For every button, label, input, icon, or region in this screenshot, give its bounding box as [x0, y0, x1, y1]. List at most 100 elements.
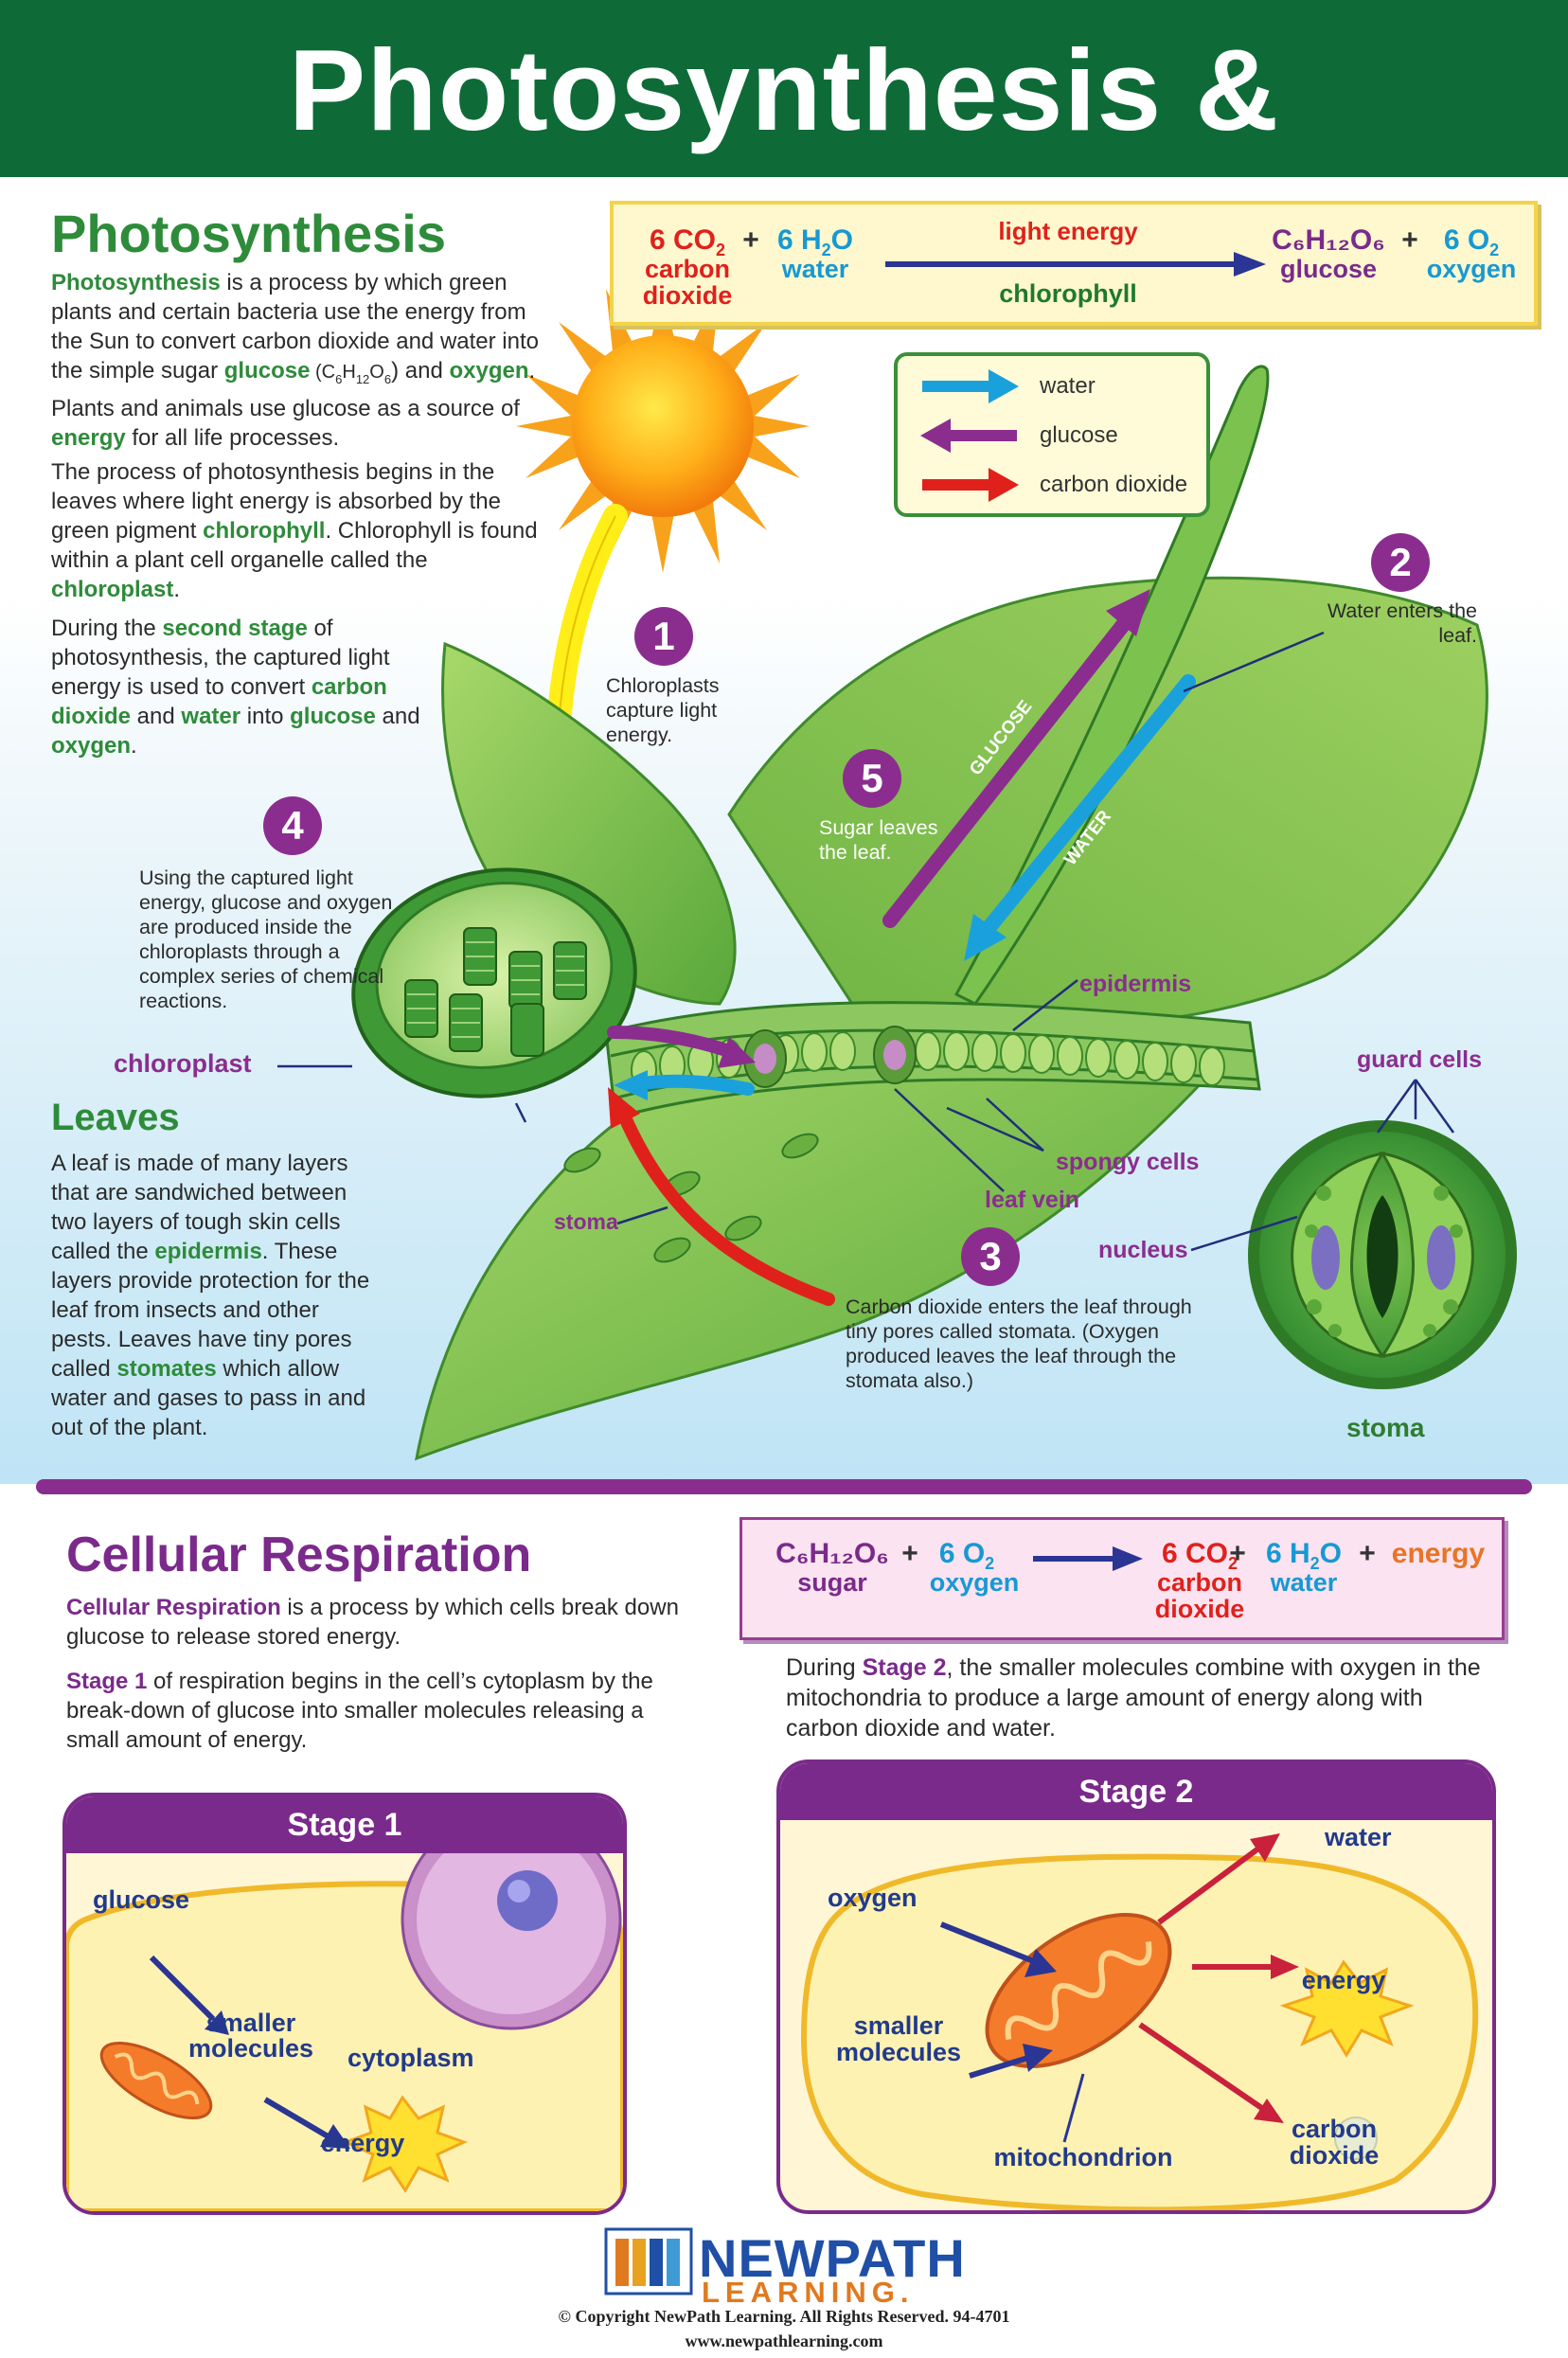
h2o-o: O — [1319, 1538, 1343, 1569]
legend-glucose-label: glucose — [1040, 422, 1118, 448]
carbon-dioxide-arrow — [608, 1087, 835, 1306]
eq2-o2-label: oxygen — [929, 1568, 1020, 1597]
legend-water-arrow-icon — [922, 369, 1019, 403]
label-spongy-cells: spongy cells — [1056, 1149, 1200, 1175]
legend-arrows — [920, 369, 1019, 502]
text: is a process by which green plants and c… — [51, 270, 539, 384]
eq2-co2-label-1: carbon — [1156, 1568, 1243, 1597]
eq-plus-2: + — [1401, 224, 1418, 256]
stage-2-label-oxygen: oxygen — [828, 1884, 918, 1912]
formula-text: (C — [310, 362, 336, 383]
eq2-plus-1: + — [901, 1538, 918, 1569]
term-oxygen: oxygen — [51, 733, 132, 759]
stage-1-cell-illustration — [66, 1853, 623, 2211]
h2o-o: O — [830, 224, 854, 256]
o2-formula: 6 O — [938, 1538, 986, 1569]
stage-2-cell-illustration — [800, 1833, 1479, 2210]
step-2-badge: 2 — [1371, 533, 1430, 592]
formula-sub: 6 — [335, 371, 343, 386]
text: ) and — [391, 358, 450, 384]
mitochondrion-icon — [99, 2041, 213, 2120]
term-stomates: stomates — [116, 1356, 217, 1382]
text: into — [241, 704, 291, 729]
stage-1-label-energy: energy — [320, 2129, 405, 2157]
stage-2-label-mitochondrion: mitochondrion — [993, 2143, 1173, 2171]
text: of respiration begins in the cell’s cyto… — [66, 1669, 653, 1753]
eq-co2-label-1: carbon — [644, 255, 731, 283]
term-glucose: glucose — [223, 358, 311, 384]
text: During the — [51, 616, 163, 641]
legend-glucose-arrow-icon — [920, 419, 1017, 453]
text: which allow water and gases to pass in a… — [51, 1356, 366, 1440]
step-3-text: Carbon dioxide enters the leaf through t… — [846, 1295, 1192, 1392]
step-5-badge: 5 — [843, 749, 901, 808]
eq2-co2: 6 CO2 — [1121, 1539, 1278, 1579]
legend-water-label: water — [1040, 373, 1096, 399]
legend-carbon-dioxide-arrow-icon — [922, 468, 1019, 502]
stage-2-label-carbon: carbon — [1291, 2115, 1378, 2143]
eq-co2: 6 CO2 — [633, 225, 742, 265]
leaves-heading: Leaves — [51, 1097, 180, 1138]
photosynthesis-paragraph-3: During the second stage of photosynthesi… — [51, 614, 420, 760]
respiration-paragraph-1: Cellular Respiration is a process by whi… — [66, 1593, 691, 1652]
label-leaf-vein: leaf vein — [985, 1187, 1080, 1213]
stage-2-label-energy: energy — [1301, 1966, 1386, 1994]
label-epidermis: epidermis — [1079, 971, 1192, 997]
text: for all life processes. — [125, 424, 340, 451]
stage-1-label-smaller-2: molecules — [187, 2034, 314, 2063]
text: . — [131, 733, 137, 759]
term-glucose: glucose — [290, 704, 376, 729]
eq-glucose-formula: C₆H₁₂O₆ — [1272, 224, 1385, 256]
glucose-arrow — [882, 589, 1150, 928]
text: is a process by which cells break down g… — [66, 1595, 679, 1650]
h2o-sub: 2 — [821, 241, 831, 259]
eq2-h2o: 6 H2O — [1254, 1539, 1354, 1579]
label-stoma: stoma — [554, 1209, 618, 1234]
stage-2-title: Stage 2 — [780, 1763, 1492, 1820]
o2-sub: 2 — [985, 1554, 995, 1573]
website-text: www.newpathlearning.com — [685, 2331, 883, 2350]
o2-formula: 6 O — [1443, 224, 1490, 256]
step-3-badge: 3 — [961, 1227, 1020, 1286]
text: . — [173, 577, 181, 602]
term-stage-1: Stage 1 — [66, 1669, 148, 1694]
co2-formula: 6 CO — [649, 224, 716, 256]
stage-2-label-smaller-2: molecules — [835, 2038, 962, 2066]
water-arrow — [964, 674, 1196, 961]
step-2-text: Water enters the leaf. — [1327, 599, 1477, 647]
respiration-paragraph-2: Stage 1 of respiration begins in the cel… — [66, 1667, 691, 1755]
label-stoma-closeup: stoma — [1346, 1413, 1425, 1442]
stage-2-label-dioxide: dioxide — [1289, 2141, 1380, 2170]
eq2-co2-label-2: dioxide — [1154, 1595, 1245, 1623]
co2-formula: 6 CO — [1161, 1538, 1228, 1569]
eq2-h2o-label: water — [1270, 1568, 1338, 1597]
step-5-text: Sugar leaves the leaf. — [819, 816, 938, 864]
eq-h2o: 6 H2O — [765, 225, 865, 265]
chloroplast-icon — [351, 867, 637, 1099]
title-banner — [0, 0, 1568, 177]
respiration-paragraph-3: During Stage 2, the smaller molecules co… — [786, 1652, 1487, 1743]
formula-text: H — [342, 362, 356, 383]
step-4-text: Using the captured light energy, glucose… — [139, 866, 393, 1012]
logo-subtitle: LEARNING. — [702, 2276, 915, 2309]
leaves-paragraph: A leaf is made of many layers that are s… — [51, 1149, 378, 1442]
photosynthesis-paragraph-2: The process of photosynthesis begins in … — [51, 457, 543, 604]
eq2-glucose-formula: C₆H₁₂O₆ — [775, 1538, 889, 1569]
photosynthesis-equation: 6 CO2 carbon dioxide + 6 H2O water light… — [610, 201, 1538, 326]
text: . These layers provide protection for th… — [51, 1239, 370, 1382]
eq2-o2: 6 O2 — [924, 1539, 1009, 1579]
h2o-sub: 2 — [1310, 1554, 1320, 1573]
label-chloroplast: chloroplast — [114, 1049, 252, 1078]
stage-1-panel: Stage 1 glucose smaller molecules — [62, 1793, 627, 2215]
label-guard-cells: guard cells — [1357, 1046, 1482, 1073]
legend-carbon-dioxide-label: carbon dioxide — [1040, 472, 1188, 497]
text: , the smaller molecules combine with oxy… — [786, 1654, 1481, 1742]
term-second-stage: second stage — [162, 616, 308, 641]
text: . Plants and animals use glucose as a so… — [51, 358, 536, 421]
text: During — [786, 1654, 863, 1681]
eq-h2o-label: water — [781, 255, 849, 283]
term-epidermis: epidermis — [154, 1239, 262, 1264]
newpath-logo-icon — [604, 2227, 693, 2295]
eq-o2-label: oxygen — [1426, 255, 1517, 283]
